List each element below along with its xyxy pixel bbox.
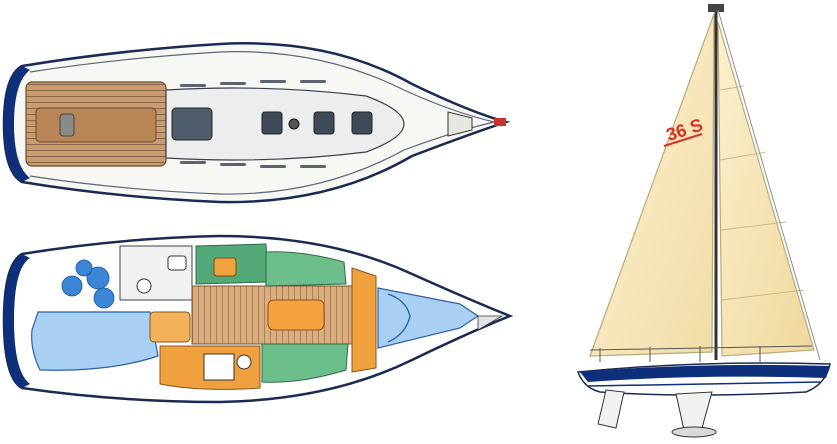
saloon-settee-top <box>265 251 347 287</box>
helm-pedestal <box>59 113 75 137</box>
saloon-table <box>267 299 325 331</box>
bow-roller <box>494 118 506 126</box>
deck-stern-transom <box>4 66 30 182</box>
coachroof-portlights <box>180 80 326 168</box>
forward-bulkhead <box>351 267 377 373</box>
mast-base <box>288 118 300 130</box>
sail-profile-view: 36 S <box>576 4 831 438</box>
interior-layout-view <box>2 234 514 404</box>
nav-desk <box>203 353 235 381</box>
hatch-3 <box>351 111 373 135</box>
interior-stern-transom <box>4 254 30 388</box>
hull-stripe <box>580 364 830 382</box>
lifelines <box>589 345 813 362</box>
sail-label-underline <box>663 133 703 147</box>
anchor-locker <box>447 111 473 137</box>
v-berth-pillows <box>387 293 411 343</box>
keel <box>675 391 713 431</box>
companionway-hatch <box>171 107 213 141</box>
nav-sink <box>236 354 252 370</box>
main-sail <box>717 21 815 357</box>
hatch-2 <box>313 111 335 135</box>
keel-bulb <box>671 426 717 438</box>
cockpit-well <box>35 107 157 143</box>
masthead <box>708 4 724 12</box>
main-battens <box>719 85 805 301</box>
boot-top-stripe <box>587 381 821 387</box>
heads-compartment <box>119 245 193 301</box>
saloon-settee-bottom <box>261 343 349 383</box>
chain-locker <box>477 315 504 331</box>
rudder <box>597 389 625 429</box>
galley-fridge <box>213 257 237 277</box>
backstay <box>717 9 821 361</box>
heads-sink <box>167 255 187 271</box>
hatch-1 <box>261 111 283 135</box>
heads-toilet <box>136 278 152 294</box>
companionway-steps <box>149 311 191 343</box>
aft-cabin-berth <box>31 311 159 371</box>
jib-sail <box>589 13 715 357</box>
deck-plan-view <box>2 42 511 204</box>
aft-cushions <box>61 259 115 309</box>
coachroof <box>165 87 405 161</box>
